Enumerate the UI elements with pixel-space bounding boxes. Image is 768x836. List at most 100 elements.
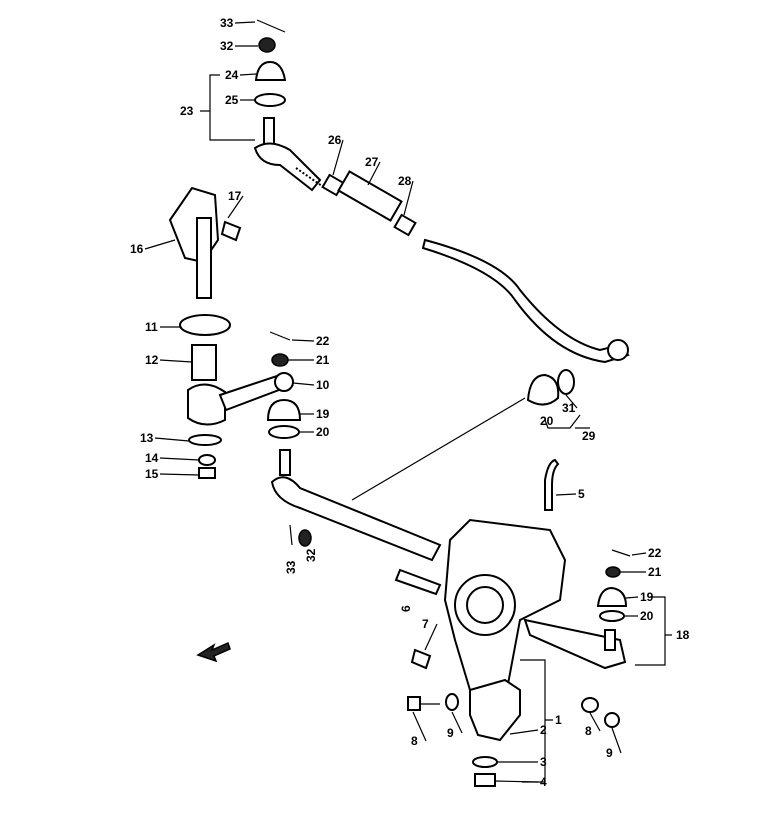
callout-label: 23: [180, 104, 194, 118]
callout-label: 12: [145, 353, 159, 367]
callout-label: 6: [399, 605, 413, 612]
callout-20: 20: [540, 414, 554, 428]
callout-label: 7: [422, 617, 429, 631]
callout-label: 4: [540, 775, 547, 789]
callout-label: 31: [562, 401, 576, 415]
callout-label: 18: [676, 628, 690, 642]
leader-line: [625, 596, 639, 599]
callout-label: 22: [648, 546, 662, 560]
callout-label: 11: [145, 320, 158, 334]
callout-31: 31: [562, 394, 578, 415]
leader-line: [291, 339, 315, 342]
callout-label: 14: [145, 451, 159, 465]
callout-label: 20: [316, 425, 330, 439]
leader-line: [292, 382, 315, 386]
leader-line: [555, 493, 577, 496]
callout-label: 20: [640, 609, 654, 623]
callout-26: 26: [328, 133, 344, 176]
callout-20: 20: [299, 425, 330, 439]
callout-label: 21: [316, 353, 330, 367]
callout-10: 10: [292, 378, 330, 392]
leader-line: [159, 359, 193, 363]
callout-8: 8: [411, 711, 427, 748]
leader-line: [424, 623, 438, 651]
callout-12: 12: [145, 353, 193, 367]
parts-art: [168, 19, 672, 787]
callout-19: 19: [300, 407, 330, 421]
callout-label: 24: [225, 68, 239, 82]
callout-22: 22: [291, 334, 330, 348]
leader-line: [144, 239, 176, 250]
leader-line: [451, 711, 463, 734]
callout-23: 23: [180, 104, 194, 118]
callout-11: 11: [145, 320, 180, 334]
callout-label: 15: [145, 467, 159, 481]
callout-29: 29: [582, 429, 596, 443]
callout-32: 32: [304, 548, 318, 562]
callout-28: 28: [398, 174, 414, 216]
callout-label: 19: [640, 590, 654, 604]
leader-line: [332, 139, 344, 176]
callout-25: 25: [225, 93, 255, 107]
leader-line: [412, 711, 427, 742]
callout-32: 32: [220, 39, 258, 53]
callout-label: 9: [447, 726, 454, 740]
callout-label: 10: [316, 378, 330, 392]
callout-label: 26: [328, 133, 342, 147]
leader-line: [631, 552, 647, 556]
callout-17: 17: [227, 189, 244, 219]
leader-line: [234, 21, 256, 24]
callout-label: 2: [540, 723, 547, 737]
callout-5: 5: [555, 487, 585, 501]
leader-line: [509, 729, 539, 735]
leader-line: [227, 195, 244, 219]
callout-label: 21: [648, 565, 662, 579]
callout-label: 13: [140, 431, 154, 445]
leader-line: [239, 73, 257, 76]
callout-14: 14: [145, 451, 200, 465]
callout-3: 3: [497, 755, 547, 769]
callout-20: 20: [624, 609, 654, 623]
callout-13: 13: [140, 431, 190, 445]
front-arrow-icon: [196, 641, 231, 663]
callout-label: 22: [316, 334, 330, 348]
callout-21: 21: [620, 565, 662, 579]
callout-label: 33: [220, 16, 234, 30]
callout-label: 27: [365, 155, 379, 169]
leader-line: [494, 780, 539, 783]
callout-8: 8: [585, 712, 601, 738]
callout-label: 29: [582, 429, 596, 443]
leader-line: [159, 457, 200, 461]
callout-label: 1: [555, 713, 562, 727]
leader-line: [159, 473, 200, 476]
callout-16: 16: [130, 239, 176, 256]
callout-33: 33: [284, 560, 298, 574]
callout-15: 15: [145, 467, 200, 481]
leader-line: [367, 161, 381, 186]
callout-22: 22: [631, 546, 662, 560]
callout-9: 9: [447, 711, 463, 740]
callout-27: 27: [365, 155, 381, 186]
callout-18: 18: [676, 628, 690, 642]
leader-line: [403, 180, 414, 216]
callout-label: 17: [228, 189, 242, 203]
callout-label: 5: [578, 487, 585, 501]
leader-line: [565, 394, 578, 409]
leader-line: [589, 712, 601, 732]
callout-4: 4: [494, 775, 547, 789]
callout-7: 7: [422, 617, 438, 651]
callout-label: 32: [220, 39, 234, 53]
callout-label: 8: [411, 734, 418, 748]
callout-33: 33: [220, 16, 256, 30]
callout-label: 20: [540, 414, 554, 428]
callout-label: 9: [606, 746, 613, 760]
callout-label: 28: [398, 174, 412, 188]
callout-label: 32: [304, 548, 318, 562]
callout-label: 19: [316, 407, 330, 421]
callout-19: 19: [625, 590, 654, 604]
callout-9: 9: [606, 727, 622, 760]
callout-label: 33: [284, 560, 298, 574]
leader-line: [154, 437, 190, 442]
callout-24: 24: [225, 68, 257, 82]
